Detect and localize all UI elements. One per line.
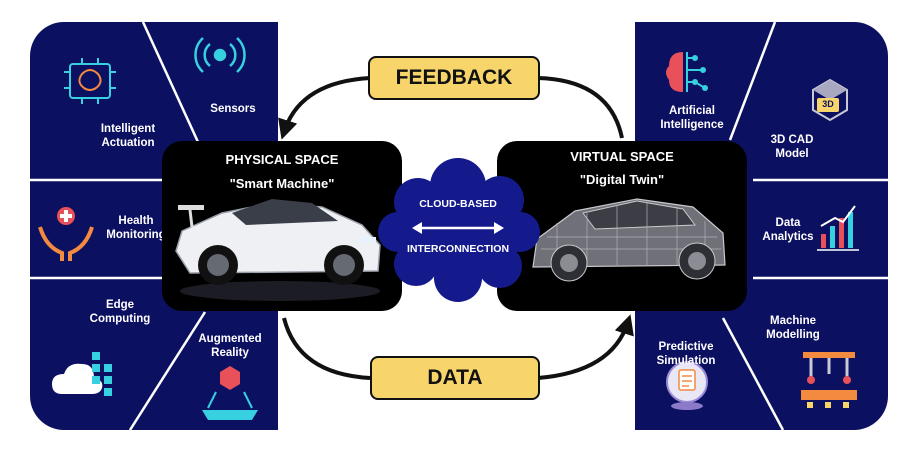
augmented-reality-label: Augmented Reality	[198, 333, 262, 359]
health-hands-icon	[38, 207, 94, 261]
machine-modelling-label: Machine Modelling	[766, 315, 820, 341]
data-line-left	[282, 317, 371, 380]
virtual-space-box: VIRTUAL SPACE "Digital Twin"	[497, 141, 747, 311]
sensors-label: Sensors	[210, 103, 256, 115]
virtual-space-subtitle: "Digital Twin"	[579, 172, 665, 187]
cloud-label-top: CLOUD-BASED	[419, 198, 497, 210]
data-arrow-right	[537, 314, 634, 380]
feedback-label-box: FEEDBACK	[368, 56, 540, 100]
virtual-space-title: VIRTUAL SPACE	[570, 149, 674, 164]
predictive-simulation-icon	[666, 361, 708, 410]
predictive-simulation-label: Predictive Simulation	[656, 341, 716, 367]
edge-computing-label: Edge Computing	[89, 299, 151, 325]
right-panel-dividers	[666, 22, 888, 430]
ai-brain-icon	[666, 52, 708, 92]
cad-cube-icon	[812, 78, 848, 122]
cad-badge: 3D	[822, 99, 834, 109]
physical-space-box: PHYSICAL SPACE "Smart Machine"	[162, 141, 402, 311]
data-analytics-label: Data Analytics	[762, 217, 814, 243]
physical-space-subtitle: "Smart Machine"	[229, 176, 335, 191]
augmented-reality-icon	[202, 366, 258, 420]
robot-arms-icon	[801, 352, 857, 408]
feedback-line-right	[537, 76, 624, 139]
intelligent-actuation-label: Intelligent Actuation	[100, 123, 156, 149]
left-panel-dividers	[30, 22, 258, 430]
cad-model-label: 3D CAD Model	[770, 134, 814, 160]
sensor-waves-icon	[194, 37, 246, 73]
data-label-box: DATA	[370, 356, 540, 400]
digital-twin-car-icon	[532, 198, 726, 282]
physical-space-title: PHYSICAL SPACE	[225, 152, 339, 167]
health-monitoring-label: Health Monitoring	[106, 215, 166, 241]
feedback-arrow-left	[278, 76, 371, 140]
brain-chip-icon	[64, 58, 116, 104]
analytics-chart-icon	[817, 205, 859, 251]
bidirectional-arrow-icon	[412, 222, 504, 234]
artificial-intelligence-label: Artificial Intelligence	[660, 105, 724, 131]
smart-car-icon	[175, 199, 381, 301]
cloud-server-icon	[52, 352, 112, 396]
cloud-label-bottom: INTERCONNECTION	[406, 243, 510, 255]
